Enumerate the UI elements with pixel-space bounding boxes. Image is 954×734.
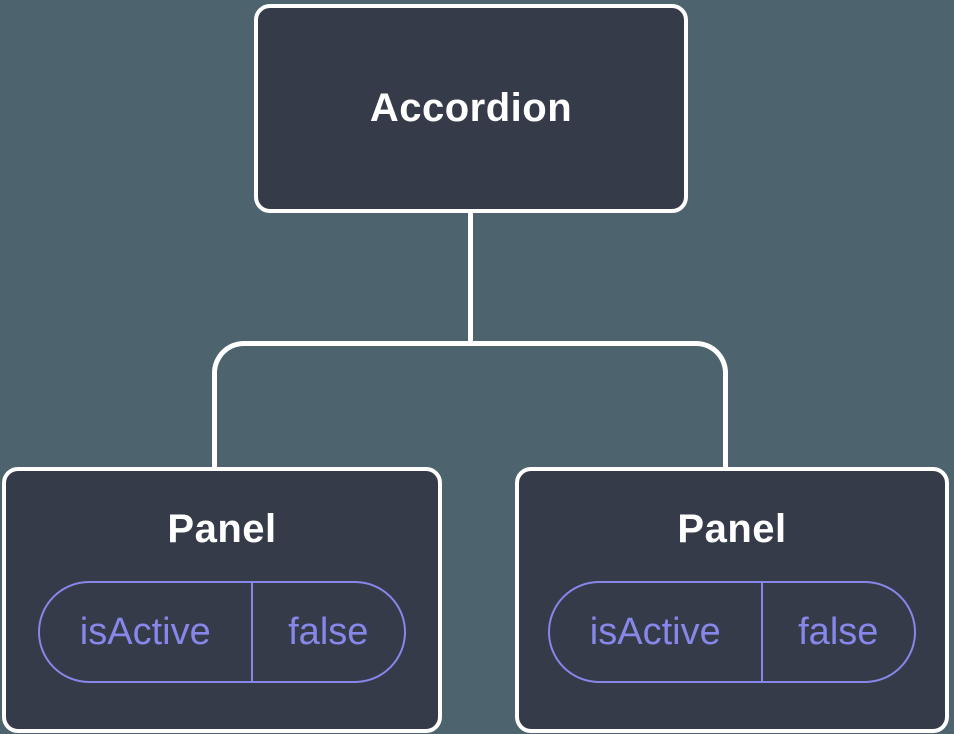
state-value-label: false [250,583,404,681]
connector-stem [468,211,473,344]
state-pill-right: isActive false [548,581,916,683]
node-panel-left: Panel isActive false [2,467,442,733]
state-key-label: isActive [589,610,721,653]
connector-branch [212,341,728,470]
state-key-label: isActive [79,610,211,653]
node-panel-right: Panel isActive false [515,467,949,733]
state-pill-left: isActive false [38,581,406,683]
node-panel-left-label: Panel [167,507,277,551]
node-accordion-label: Accordion [369,86,573,130]
node-accordion: Accordion [254,4,688,213]
state-value-label: false [760,583,914,681]
node-panel-right-label: Panel [677,507,787,551]
